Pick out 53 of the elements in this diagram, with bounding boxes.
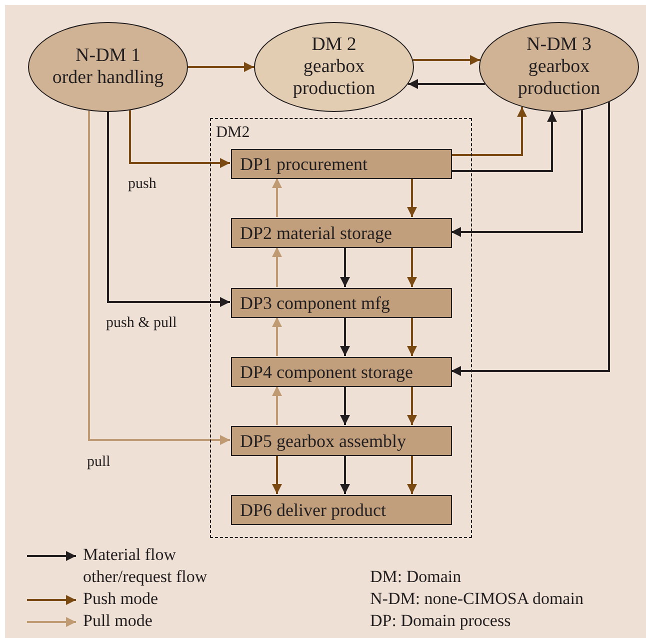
domain-title: DM 2 [312, 34, 356, 56]
arrow [408, 79, 485, 89]
domain-title: N-DM 1 [76, 45, 140, 67]
arrow [188, 62, 254, 72]
process-label: DP1 procurement [240, 155, 368, 173]
process-box [231, 218, 452, 248]
domain-description: gearbox production [292, 56, 376, 100]
legend-text: Push mode [83, 588, 160, 610]
edge-label: push [128, 175, 156, 194]
dashed-group-frame [210, 118, 472, 538]
arrow [413, 55, 480, 65]
arrow [340, 386, 350, 425]
abbreviation-note: N-DM: none-CIMOSA domain [370, 588, 584, 610]
arrow [451, 110, 583, 237]
process-box [231, 426, 452, 456]
arrow [340, 455, 350, 494]
arrow [407, 178, 417, 217]
process-label: DP3 component mfg [240, 294, 390, 312]
legend-text: Material flow other/request flow [83, 544, 208, 588]
legend-text: Pull mode [83, 610, 154, 632]
edge-label: pull [87, 453, 110, 472]
arrow [451, 112, 557, 172]
arrow [129, 110, 230, 168]
process-box [231, 495, 452, 525]
arrow [407, 386, 417, 425]
arrow [272, 247, 282, 287]
arrow [451, 102, 610, 376]
arrow [272, 317, 282, 356]
domain-title: N-DM 3 [526, 34, 592, 56]
arrow [340, 247, 350, 287]
abbreviation-note: DP: Domain process [370, 610, 512, 632]
process-label: DP4 component storage [240, 363, 413, 381]
arrow [272, 455, 282, 494]
process-box [231, 288, 452, 318]
arrow [272, 386, 282, 425]
process-label: DP2 material storage [240, 224, 392, 242]
arrow [340, 317, 350, 356]
arrow [407, 317, 417, 356]
process-label: DP6 deliver product [240, 501, 386, 519]
group-label: DM2 [216, 123, 250, 143]
process-box [231, 357, 452, 387]
process-label: DP5 gearbox assembly [240, 432, 406, 450]
arrow [272, 178, 282, 217]
edge-label: push & pull [106, 314, 177, 333]
process-box [231, 149, 452, 179]
domain-description: order handling [51, 67, 165, 89]
arrow [407, 455, 417, 494]
domain-description: gearbox production [516, 56, 602, 100]
arrow [88, 110, 230, 445]
arrow [407, 247, 417, 287]
arrow [107, 112, 230, 307]
arrow [451, 106, 527, 156]
abbreviation-note: DM: Domain [370, 566, 462, 588]
